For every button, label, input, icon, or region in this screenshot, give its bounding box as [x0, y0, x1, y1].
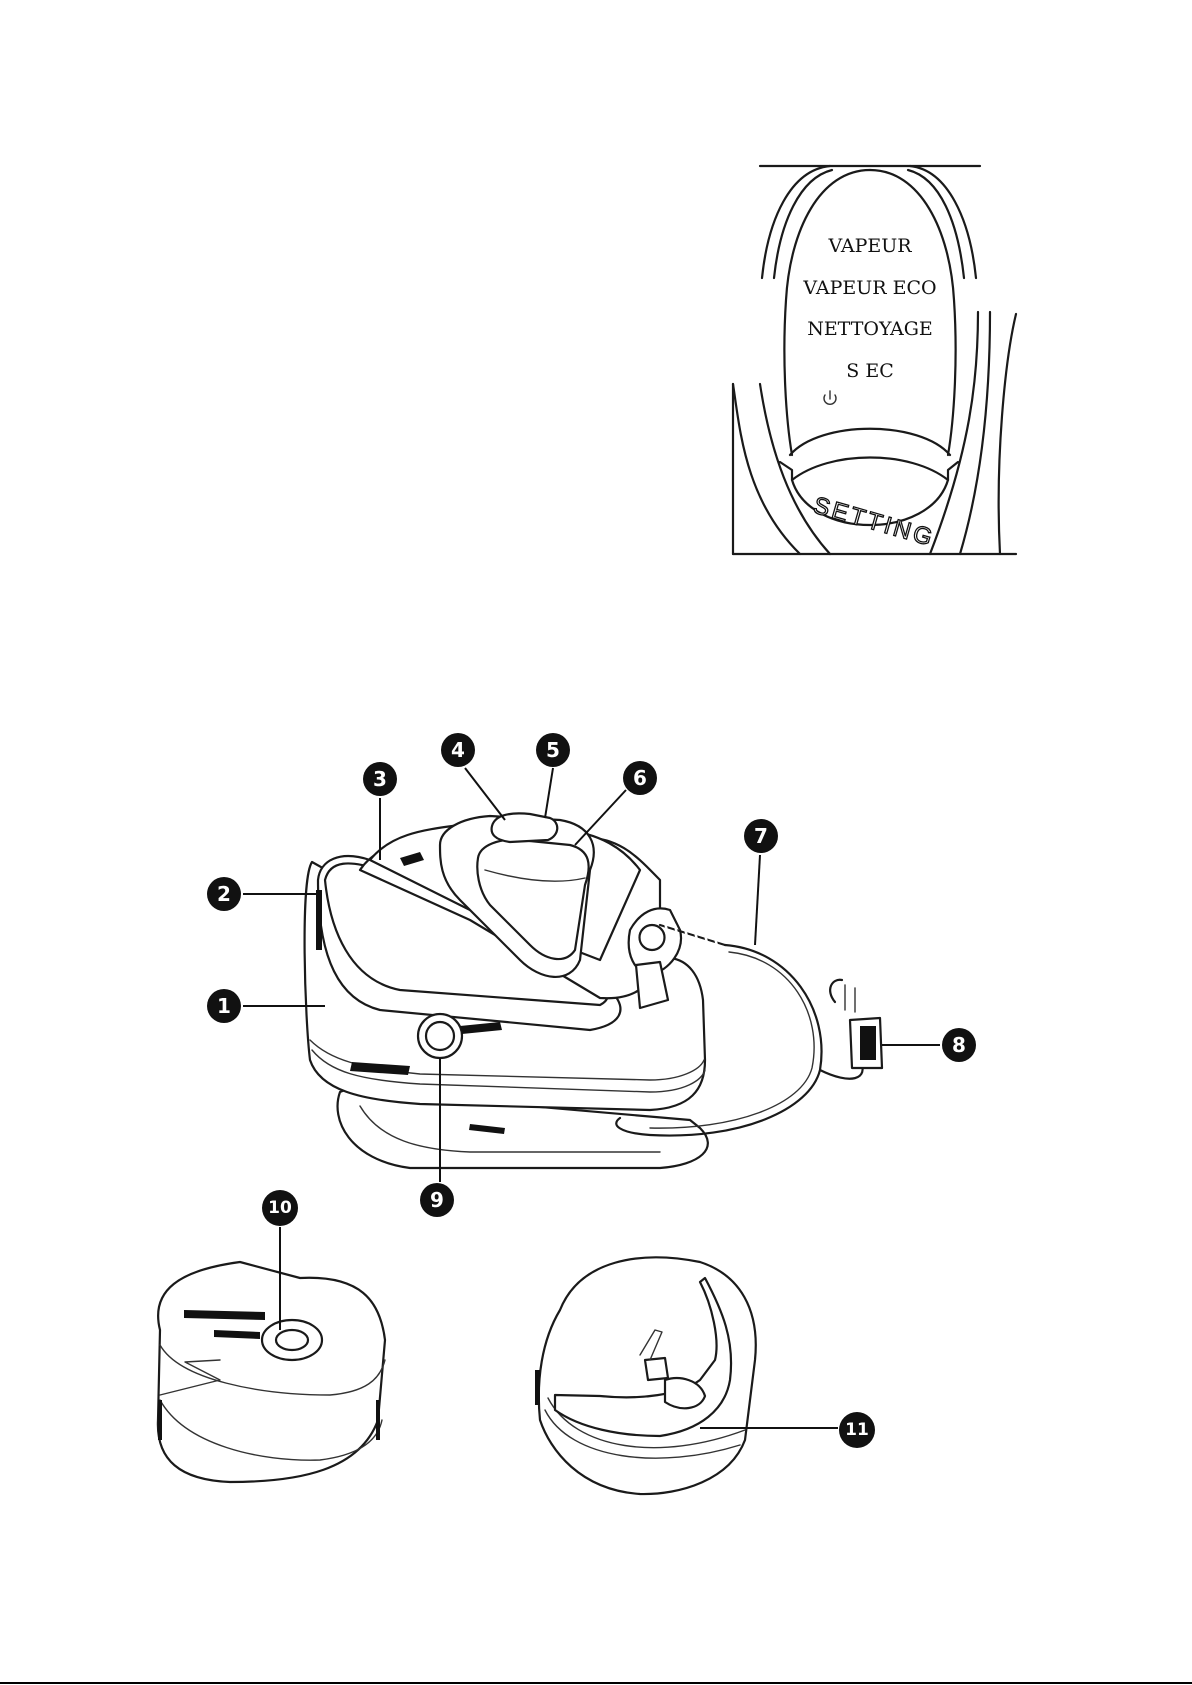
mode-sec: S EC — [846, 360, 893, 382]
mode-vapeur-eco: VAPEUR ECO — [802, 277, 936, 299]
svg-text:5: 5 — [546, 738, 560, 762]
callout-2: 2 — [207, 877, 241, 911]
svg-text:6: 6 — [633, 766, 647, 790]
power-icon — [824, 391, 836, 404]
callout-5: 5 — [536, 733, 570, 767]
dial-setting-label: SETTING — [810, 492, 938, 552]
base-view-right — [535, 1257, 756, 1494]
svg-text:11: 11 — [845, 1420, 869, 1440]
callout-8: 8 — [942, 1028, 976, 1062]
control-panel-detail: VAPEUR VAPEUR ECO NETTOYAGE S EC SETTING — [733, 166, 1016, 554]
mode-vapeur: VAPEUR — [827, 235, 912, 257]
svg-text:4: 4 — [451, 738, 465, 762]
svg-text:9: 9 — [430, 1188, 444, 1212]
callout-6: 6 — [623, 761, 657, 795]
svg-text:7: 7 — [754, 824, 768, 848]
callout-3: 3 — [363, 762, 397, 796]
callout-4: 4 — [441, 733, 475, 767]
steam-station-drawing — [305, 813, 882, 1168]
callout-9: 9 — [420, 1183, 454, 1217]
callout-7: 7 — [744, 819, 778, 853]
svg-text:3: 3 — [373, 767, 387, 791]
mode-nettoyage: NETTOYAGE — [807, 318, 933, 340]
svg-text:1: 1 — [217, 994, 231, 1018]
svg-text:8: 8 — [952, 1033, 966, 1057]
callout-10: 10 — [262, 1190, 298, 1226]
callout-1: 1 — [207, 989, 241, 1023]
base-view-left — [158, 1262, 385, 1482]
svg-text:2: 2 — [217, 882, 231, 906]
callout-11: 11 — [839, 1412, 875, 1448]
svg-text:10: 10 — [268, 1198, 292, 1218]
